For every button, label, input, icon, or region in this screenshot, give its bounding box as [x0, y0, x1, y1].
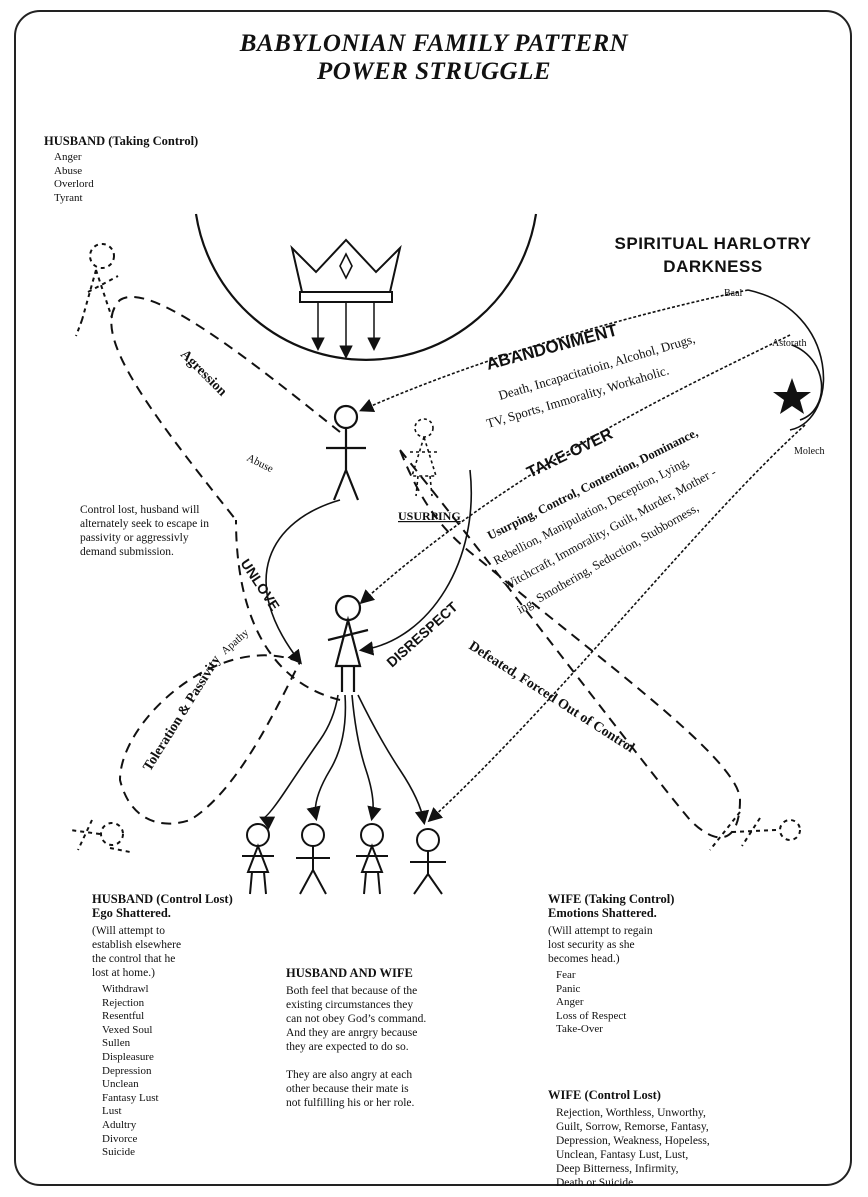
agression-label: Agression	[177, 347, 229, 399]
takeover-line-3: Witchcraft, Immorality, Guilt, Murder, M…	[501, 465, 719, 593]
baal-label: Baal	[724, 288, 743, 299]
unlove-label: UNLOVE	[237, 556, 282, 614]
list-item: Divorce	[102, 1132, 138, 1145]
para-line: other because their mate is	[286, 1083, 409, 1095]
crown-globe	[194, 213, 538, 361]
note-line: establish elsewhere	[92, 939, 182, 951]
para-line: existing circumstances they	[286, 999, 414, 1011]
note-line: Control lost, husband will	[80, 504, 200, 516]
takeover-line-2: Rebellion, Manipulation, Deception, Lyin…	[491, 454, 691, 567]
wife-lost-lines: Rejection, Worthless, Unworthy, Guilt, S…	[556, 1106, 710, 1190]
spiritual-line-2: DARKNESS	[663, 257, 763, 276]
children-figures	[242, 823, 446, 895]
list-item: Depression	[102, 1064, 152, 1077]
diagram-title-line-1: BABYLONIAN FAMILY PATTERN	[239, 30, 629, 57]
list-item: Take-Over	[556, 1023, 603, 1036]
list-item: Displeasure	[102, 1050, 154, 1063]
wife-control-lost-block: WIFE (Control Lost) Rejection, Worthless…	[548, 1088, 710, 1190]
spiritual-line-1: SPIRITUAL HARLOTRY	[614, 234, 812, 253]
para-line: they are expected to do so.	[286, 1041, 409, 1053]
husband-lost-heading-2: Ego Shattered.	[92, 906, 171, 920]
para-line: And they are anrgry because	[286, 1027, 418, 1039]
control-lost-note: Control lost, husband will alternately s…	[80, 503, 209, 559]
center-figure	[327, 594, 369, 692]
note-line: becomes head.)	[548, 953, 620, 965]
note-line: lost security as she	[548, 939, 635, 951]
note-line: lost at home.)	[92, 967, 155, 979]
para-line: They are also angry at each	[286, 1069, 413, 1081]
dashed-loops	[110, 295, 742, 839]
wife-lost-line: Unclean, Fantasy Lust, Lust,	[556, 1149, 689, 1161]
husband-figure	[326, 404, 366, 501]
list-item: Rejection	[102, 996, 145, 1009]
disrespect-label: DISRESPECT	[383, 598, 461, 670]
list-item: Abuse	[54, 164, 83, 177]
wife-lost-line: Death or Suicide	[556, 1177, 634, 1189]
list-item: Withdrawl	[102, 983, 149, 995]
diagram-title-line-2: POWER STRUGGLE	[316, 58, 552, 85]
star-icon	[773, 378, 811, 414]
list-item: Tyrant	[54, 191, 83, 204]
wife-lost-line: Deep Bitterness, Infirmity,	[556, 1163, 679, 1175]
wife-taking-list: Fear Panic Anger Loss of Respect Take-Ov…	[556, 969, 674, 1037]
wife-lost-line: Rejection, Worthless, Unworthy,	[556, 1107, 706, 1119]
wife-lost-line: Depression, Weakness, Hopeless,	[556, 1135, 710, 1147]
para-line: Both feel that because of the	[286, 985, 418, 997]
wife-lost-heading: WIFE (Control Lost)	[548, 1088, 661, 1102]
list-item: Vexed Soul	[102, 1023, 153, 1036]
husband-lost-note: (Will attempt to establish elsewhere the…	[92, 924, 233, 980]
para-line: not fulfilling his or her role.	[286, 1097, 415, 1109]
husband-and-wife-para-1: Both feel that because of the existing c…	[286, 984, 426, 1054]
husband-lost-list: Withdrawl Rejection Resentful Vexed Soul…	[102, 983, 233, 1160]
list-item: Panic	[556, 982, 581, 995]
list-item: Lust	[102, 1105, 122, 1118]
list-item: Suicide	[102, 1146, 135, 1159]
para-line: can not obey God’s command.	[286, 1013, 427, 1025]
usurping-label: USURPING	[398, 509, 461, 523]
husband-control-lost-block: HUSBAND (Control Lost) Ego Shattered. (W…	[92, 892, 233, 1160]
list-item: Fantasy Lust	[102, 1091, 159, 1104]
list-item: Unclean	[102, 1078, 139, 1091]
husband-taking-control-block: HUSBAND (Taking Control) Anger Abuse Ove…	[44, 134, 198, 205]
note-line: the control that he	[92, 953, 176, 965]
wife-taking-note: (Will attempt to regain lost security as…	[548, 924, 674, 966]
husband-and-wife-para-2: They are also angry at each other becaus…	[286, 1068, 426, 1110]
note-line: passivity or aggressivly	[80, 532, 189, 544]
molech-label: Molech	[794, 446, 825, 457]
list-item: Anger	[556, 996, 584, 1009]
wife-usurping-figure	[410, 418, 438, 497]
wavy-arrows	[265, 289, 825, 823]
astorath-label: Astorath	[772, 338, 806, 349]
note-line: demand submission.	[80, 546, 174, 558]
list-item: Fear	[556, 969, 576, 981]
list-item: Resentful	[102, 1010, 145, 1023]
note-line: (Will attempt to regain	[548, 925, 653, 937]
note-line: (Will attempt to	[92, 925, 165, 937]
outer-figures	[69, 243, 801, 853]
wife-taking-heading-2: Emotions Shattered.	[548, 906, 657, 920]
list-item: Loss of Respect	[556, 1009, 627, 1022]
husband-taking-heading: HUSBAND (Taking Control)	[44, 134, 199, 148]
husband-taking-list: Anger Abuse Overlord Tyrant	[54, 151, 198, 205]
note-line: alternately seek to escape in	[80, 518, 209, 530]
list-item: Sullen	[102, 1037, 131, 1050]
list-item: Anger	[54, 151, 82, 163]
page-border	[14, 10, 852, 1186]
wife-lost-line: Guilt, Sorrow, Remorse, Fantasy,	[556, 1121, 709, 1133]
spiritual-harlotry-heading: SPIRITUAL HARLOTRY DARKNESS	[598, 232, 828, 278]
husband-lost-heading-1: HUSBAND (Control Lost)	[92, 892, 233, 906]
apathy-label: Apathy	[219, 626, 252, 657]
list-item: Adultry	[102, 1118, 137, 1131]
defeated-label: Defeated, Forced Out of Control	[466, 639, 637, 756]
husband-and-wife-heading: HUSBAND AND WIFE	[286, 966, 413, 980]
toleration-label: Toleration & Passivity	[141, 653, 224, 774]
abuse-label: Abuse	[245, 452, 276, 475]
child-arrows	[259, 694, 430, 830]
wife-taking-heading-1: WIFE (Taking Control)	[548, 892, 675, 906]
husband-and-wife-block: HUSBAND AND WIFE Both feel that because …	[286, 966, 426, 1110]
list-item: Overlord	[54, 178, 94, 191]
wife-taking-control-block: WIFE (Taking Control) Emotions Shattered…	[548, 892, 674, 1037]
